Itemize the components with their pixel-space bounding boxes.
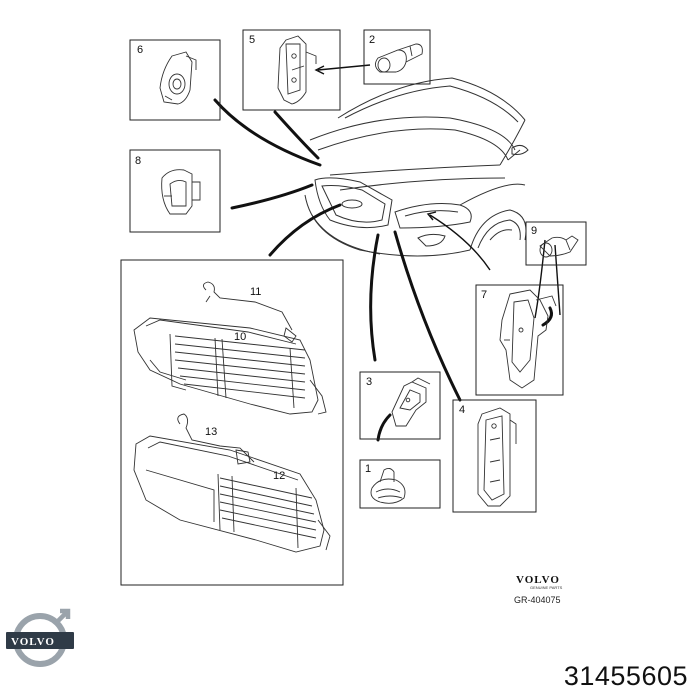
part-drawing-12 [133,435,331,553]
callout-7: 7 [481,289,487,301]
callout-12: 12 [273,470,285,482]
callout-8: 8 [135,155,141,167]
part-drawing-6 [159,51,197,105]
car-body-drawing [304,77,529,257]
callout-9: 9 [531,225,537,237]
part-drawing-8 [161,169,201,215]
shutter-louvers-upper [169,333,306,409]
callout-3: 3 [366,376,372,388]
callout-5: 5 [249,34,255,46]
part-drawing-13 [177,413,255,465]
part-box-assembly [120,259,344,586]
assembly-drawings [133,281,331,553]
part-box-5 [242,29,341,111]
svg-text:GENUINE PARTS: GENUINE PARTS [530,585,563,590]
part-drawing-9 [539,235,579,258]
part-box-8 [129,149,221,233]
callout-10: 10 [234,331,246,343]
callout-1: 1 [365,463,371,475]
part-drawing-7 [499,289,557,389]
callout-2: 2 [369,34,375,46]
part-box-3 [359,371,441,440]
callout-13: 13 [205,426,217,438]
leader-lines [213,98,553,442]
part-box-1 [359,459,441,509]
part-box-4 [452,399,537,513]
part-drawing-4 [477,407,517,507]
volvo-logo: VOLVO [6,608,74,667]
shutter-louvers-lower [217,473,317,549]
part-box-9 [525,221,587,266]
part-drawing-3 [391,377,431,427]
part-drawing-5 [277,35,317,105]
part-drawing-2 [375,43,423,73]
part-drawing-10 [133,317,327,415]
diagram-brand-stamp: VOLVO GENUINE PARTS GR-404075 [514,574,563,605]
part-box-2 [363,29,431,85]
callout-4: 4 [459,404,465,416]
svg-text:VOLVO: VOLVO [11,636,55,648]
callout-labels: 1 2 3 4 5 6 7 8 9 10 11 12 13 [135,34,537,482]
drawing-code: GR-404075 [514,595,561,605]
part-box-7 [475,284,564,396]
callout-6: 6 [137,44,143,56]
callout-11: 11 [250,286,261,298]
svg-text:VOLVO: VOLVO [516,574,560,586]
part-drawing-1 [370,467,406,504]
leader-arrows [314,64,561,319]
part-box-6 [129,39,221,121]
part-drawing-11 [203,281,297,343]
part-number: 31455605 [563,661,688,691]
